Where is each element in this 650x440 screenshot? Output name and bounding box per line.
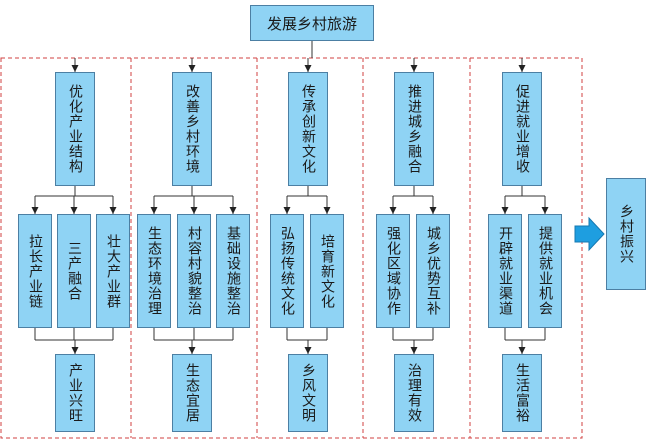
col2-sub3-box: 基础设施整治 <box>216 214 250 328</box>
result-arrow <box>574 216 605 252</box>
col2-head-box: 改善乡村环境 <box>172 72 212 186</box>
col1-sub2-label: 三产融合 <box>66 241 82 301</box>
col1-head-box: 优化产业结构 <box>55 72 95 186</box>
title-box: 发展乡村旅游 <box>250 5 374 41</box>
col2-outcome-label: 生态宜居 <box>184 363 200 423</box>
col4-head-box: 推进城乡融合 <box>394 72 434 186</box>
result-label: 乡村振兴 <box>618 204 634 264</box>
col2-sub3-label: 基础设施整治 <box>225 226 241 316</box>
col4-outcome-label: 治理有效 <box>406 363 422 423</box>
col1-sub1-box: 拉长产业链 <box>18 214 52 328</box>
col3-sub1-label: 弘扬传统文化 <box>279 226 295 316</box>
col4-sub1-box: 强化区域协作 <box>376 214 410 328</box>
col1-sub3-box: 壮大产业群 <box>96 214 130 328</box>
col1-sub2-box: 三产融合 <box>57 214 91 328</box>
col2-sub1-box: 生态环境治理 <box>137 214 171 328</box>
col3-head-box: 传承创新文化 <box>288 72 328 186</box>
col5-outcome-box: 生活富裕 <box>502 354 542 432</box>
col5-head-box: 促进就业增收 <box>502 72 542 186</box>
col3-head-label: 传承创新文化 <box>300 84 316 174</box>
col5-sub1-box: 开辟就业渠道 <box>488 214 522 328</box>
col1-head-label: 优化产业结构 <box>67 84 83 174</box>
col1-sub3-label: 壮大产业群 <box>105 233 121 309</box>
col4-sub2-label: 城乡优势互补 <box>425 226 441 316</box>
col3-sub2-label: 培育新文化 <box>319 233 335 309</box>
col3-sub1-box: 弘扬传统文化 <box>270 214 304 328</box>
col2-sub2-label: 村容村貌整治 <box>186 226 202 316</box>
dashed-frame <box>0 57 583 439</box>
title-label: 发展乡村旅游 <box>266 14 357 33</box>
col4-head-label: 推进城乡融合 <box>406 84 422 174</box>
col5-sub2-box: 提供就业机会 <box>528 214 562 328</box>
col5-outcome-label: 生活富裕 <box>514 363 530 423</box>
col1-sub1-label: 拉长产业链 <box>27 233 43 309</box>
col5-sub2-label: 提供就业机会 <box>537 226 553 316</box>
col3-sub2-box: 培育新文化 <box>310 214 344 328</box>
col2-head-label: 改善乡村环境 <box>184 84 200 174</box>
col5-sub1-label: 开辟就业渠道 <box>497 226 513 316</box>
col4-sub1-label: 强化区域协作 <box>385 226 401 316</box>
result-box: 乡村振兴 <box>606 178 646 290</box>
col4-outcome-box: 治理有效 <box>394 354 434 432</box>
col1-outcome-box: 产业兴旺 <box>55 354 95 432</box>
col1-outcome-label: 产业兴旺 <box>67 363 83 423</box>
col3-outcome-label: 乡风文明 <box>300 363 316 423</box>
col5-head-label: 促进就业增收 <box>514 84 530 174</box>
col4-sub2-box: 城乡优势互补 <box>416 214 450 328</box>
col2-sub2-box: 村容村貌整治 <box>177 214 211 328</box>
col2-outcome-box: 生态宜居 <box>172 354 212 432</box>
col3-outcome-box: 乡风文明 <box>288 354 328 432</box>
col2-sub1-label: 生态环境治理 <box>146 226 162 316</box>
